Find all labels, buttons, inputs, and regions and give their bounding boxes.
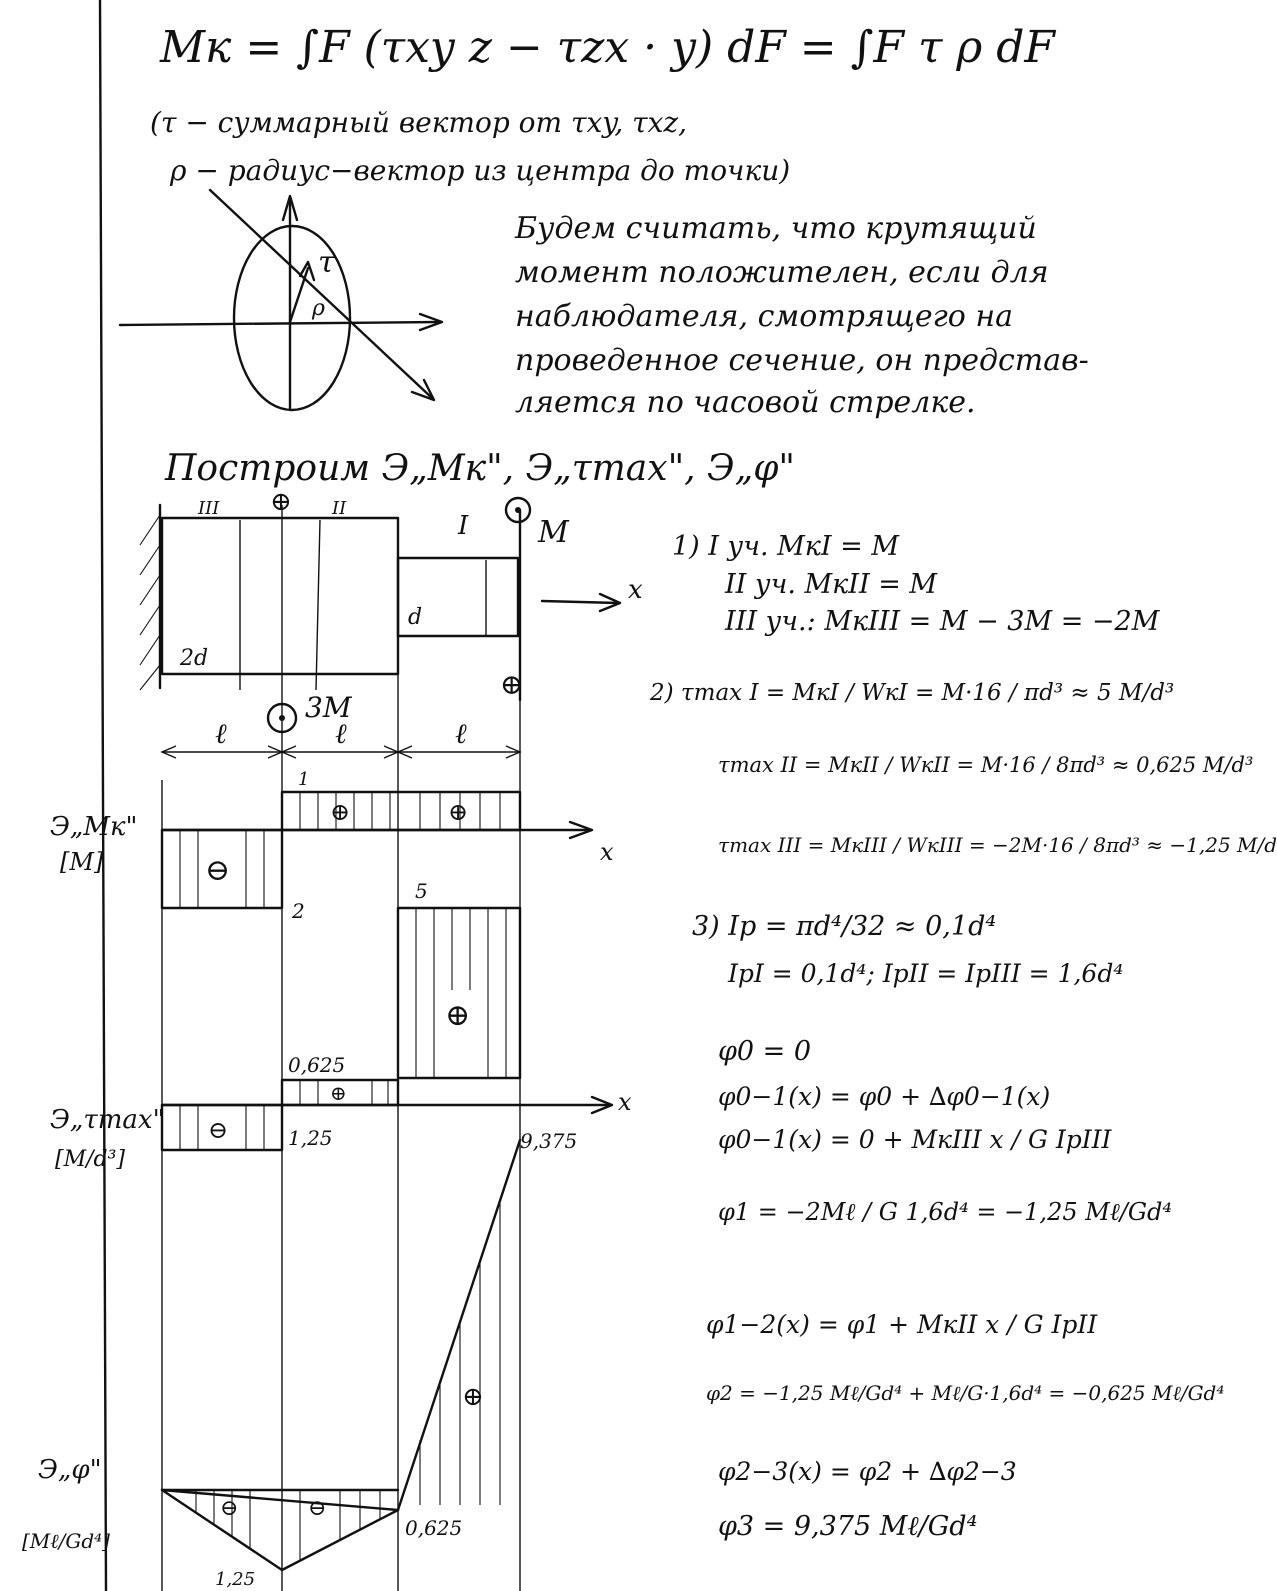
step1-line-b: II уч. MкII = M <box>724 569 938 600</box>
phi-value-125: 1,25 <box>215 1569 255 1590</box>
beam-x-axis: x <box>628 575 643 605</box>
convention-line-3: наблюдателя, смотрящего на <box>515 299 1013 334</box>
step1-line-a: 1) I уч. MкI = M <box>672 531 900 562</box>
mk-label-5: 5 <box>415 879 428 903</box>
note-line-2: ρ − радиус−вектор из центра до точки) <box>169 154 790 187</box>
torque-formula: Mк = ∫F (τxy z − τzx · y) dF = ∫F τ ρ dF <box>159 22 1056 73</box>
mk-diagram-unit: [M] <box>60 848 104 876</box>
tau-value-125: 1,25 <box>288 1126 333 1150</box>
dimension-l-3: ℓ <box>455 717 467 750</box>
phi-3-line: φ3 = 9,375 Mℓ/Gd⁴ <box>718 1511 977 1542</box>
phi-23-line: φ2−3(x) = φ2 + ∆φ2−3 <box>718 1457 1017 1486</box>
phi-diagram-title: Э„φ" <box>38 1455 102 1485</box>
tau-diagram: x ⊕ 0,625 ⊖ 1,25 9,375 Э„τmax" [M/d³] <box>50 1053 632 1172</box>
tau-plus: ⊕ <box>330 1081 347 1105</box>
phi-2-line: φ2 = −1,25 Mℓ/Gd⁴ + Mℓ/G·1,6d⁴ = −0,625 … <box>706 1381 1224 1405</box>
phi-01b-line: φ0−1(x) = 0 + MкIII x / G IpIII <box>718 1125 1113 1154</box>
rho-symbol: ρ <box>311 296 325 321</box>
sign-plus-right: ⊕ <box>500 668 523 701</box>
mk-label-2: 2 <box>291 899 305 923</box>
phi-01-line: φ0−1(x) = φ0 + ∆φ0−1(x) <box>718 1082 1050 1111</box>
phi-plus: ⊕ <box>462 1382 484 1412</box>
phi-diagram: ⊖ ⊖ ⊕ 1,25 0,625 Э„φ" [Mℓ/Gd⁴] <box>22 1138 522 1590</box>
convention-line-1: Будем считать, что крутящий <box>514 211 1037 246</box>
section-label-I: I <box>457 511 469 541</box>
solution: 1) I уч. MкI = M II уч. MкII = M III уч.… <box>649 531 1277 1542</box>
beam-scheme: III II I ⊕ M 3M ⊕ 2d d x ℓ ℓ ℓ <box>139 487 643 1591</box>
load-M: M <box>537 515 570 550</box>
margin-line <box>98 0 108 1591</box>
step1-line-c: III уч.: MкIII = M − 3M = −2M <box>724 606 1161 637</box>
tau-value-9375: 9,375 <box>520 1129 577 1153</box>
tau-value-0625: 0,625 <box>288 1053 345 1077</box>
phi-value-0625: 0,625 <box>405 1516 462 1540</box>
convention-line-5: ляется по часовой стрелке. <box>515 385 976 420</box>
step2-line-b: τmax II = MкII / WкII = M·16 / 8πd³ ≈ 0,… <box>718 753 1253 777</box>
step2-line-a: 2) τmax I = MкI / WкI = M·16 / πd³ ≈ 5 M… <box>649 680 1174 706</box>
note-line-1: (τ − суммарный вектор от τxy, τxz, <box>150 106 687 139</box>
load-3M: 3M <box>305 691 353 724</box>
mk-label-1: 1 <box>298 769 309 790</box>
step2-line-c: τmax III = MкIII / WкIII = −2M·16 / 8πd³… <box>718 833 1277 857</box>
plot-title: Построим Э„Mк", Э„τmax", Э„φ" <box>164 448 795 489</box>
phi-12-line: φ1−2(x) = φ1 + MкII x / G IpII <box>706 1310 1098 1339</box>
tau-symbol: τ <box>318 245 335 280</box>
mk-plus-big: ⊕ <box>445 998 470 1033</box>
convention-line-2: момент положителен, если для <box>515 255 1049 290</box>
tau-diagram-unit: [M/d³] <box>55 1147 125 1172</box>
convention-line-4: проведенное сечение, он представ- <box>515 343 1089 378</box>
mk-plus-1: ⊕ <box>330 798 350 826</box>
mk-minus: ⊖ <box>205 853 230 888</box>
torque-diagram: x ⊕ ⊕ 1 ⊖ 2 ⊕ 5 Э„Mк" [M] <box>50 769 614 1591</box>
step3-line-a: 3) Ip = πd⁴/32 ≈ 0,1d⁴ <box>692 911 996 942</box>
step3-line-b: IpI = 0,1d⁴; IpII = IpIII = 1,6d⁴ <box>727 959 1123 988</box>
phi-minus-1: ⊖ <box>220 1496 238 1521</box>
phi-0-line: φ0 = 0 <box>718 1036 811 1067</box>
section-label-III: III <box>197 498 220 519</box>
tau-minus: ⊖ <box>208 1116 228 1144</box>
mk-x-axis: x <box>600 838 614 866</box>
dimension-d: d <box>408 605 422 630</box>
dimension-2d: 2d <box>179 646 208 671</box>
dimension-l-1: ℓ <box>215 717 227 750</box>
section-label-II: II <box>331 498 347 519</box>
phi-1-line: φ1 = −2Mℓ / G 1,6d⁴ = −1,25 Mℓ/Gd⁴ <box>718 1198 1172 1226</box>
dimension-l-2: ℓ <box>335 717 347 750</box>
sign-plus-top: ⊕ <box>270 487 292 517</box>
mk-plus-2: ⊕ <box>448 798 468 826</box>
tau-diagram-title: Э„τmax" <box>50 1105 165 1135</box>
tau-x-axis: x <box>618 1088 632 1116</box>
cross-section-sketch: τ ρ <box>118 188 444 412</box>
phi-minus-2: ⊖ <box>308 1496 326 1521</box>
mk-diagram-title: Э„Mк" <box>50 812 137 842</box>
phi-diagram-unit: [Mℓ/Gd⁴] <box>22 1529 110 1553</box>
